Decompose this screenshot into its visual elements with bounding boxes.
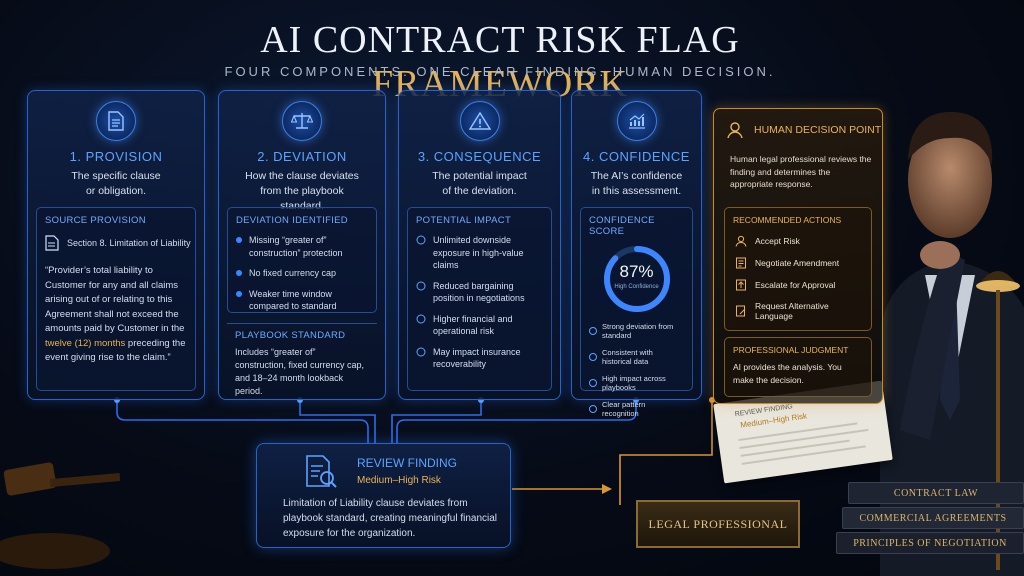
impact-icon bbox=[416, 347, 426, 356]
confidence-score-panel: CONFIDENCE SCORE 87% High Confidence Str… bbox=[580, 207, 693, 418]
review-finding-description: Limitation of Liability clause deviates … bbox=[283, 498, 498, 539]
list-item: Clear pattern recognition bbox=[589, 400, 684, 418]
list-item: Higher financial and operational risk bbox=[416, 313, 543, 338]
document-icon bbox=[736, 257, 746, 269]
check-icon bbox=[589, 405, 597, 413]
risk-level: Medium–High Risk bbox=[357, 475, 441, 486]
action-negotiate: Negotiate Amendment bbox=[735, 257, 861, 269]
review-finding-title: REVIEW FINDING bbox=[357, 456, 458, 470]
list-item: No fixed currency cap bbox=[236, 267, 368, 280]
warning-icon bbox=[459, 101, 500, 141]
check-icon bbox=[589, 379, 597, 387]
professional-judgment-panel: PROFESSIONAL JUDGMENT AI provides the an… bbox=[724, 337, 872, 397]
deviation-panel: DEVIATION IDENTIFIED Missing “greater of… bbox=[227, 207, 377, 313]
escalate-icon bbox=[736, 279, 746, 291]
document-icon bbox=[96, 101, 136, 141]
list-item: Strong deviation from standard bbox=[589, 322, 684, 340]
review-finding-card: REVIEW FINDING Medium–High Risk Limitati… bbox=[256, 443, 511, 548]
list-item: Reduced bargaining position in negotiati… bbox=[416, 280, 543, 305]
book-spine: PRINCIPLES OF NEGOTIATION bbox=[836, 532, 1024, 554]
bullet-icon bbox=[236, 237, 242, 243]
panel-label: RECOMMENDED ACTIONS bbox=[733, 215, 842, 225]
impact-icon bbox=[416, 281, 426, 290]
source-provision-panel: SOURCE PROVISION Section 8. Limitation o… bbox=[36, 207, 196, 391]
chart-trend-icon bbox=[616, 101, 657, 141]
book-spine: COMMERCIAL AGREEMENTS bbox=[842, 507, 1024, 529]
confidence-label: High Confidence bbox=[614, 284, 659, 290]
source-reference: Section 8. Limitation of Liability bbox=[45, 235, 191, 251]
recommended-actions-panel: RECOMMENDED ACTIONS Accept Risk Negotiat… bbox=[724, 207, 872, 331]
card-title: 4. CONFIDENCE bbox=[583, 149, 690, 164]
document-search-icon bbox=[306, 455, 337, 488]
title-main: AI CONTRACT RISK FLAG bbox=[260, 19, 740, 61]
list-item: High impact across playbooks bbox=[589, 374, 684, 392]
judgment-text: AI provides the analysis. You make the d… bbox=[733, 362, 842, 385]
page-title: AI CONTRACT RISK FLAG FRAMEWORK bbox=[150, 18, 850, 106]
list-item: Weaker time window compared to standard bbox=[236, 288, 368, 313]
user-icon bbox=[735, 235, 747, 247]
panel-label: POTENTIAL IMPACT bbox=[416, 215, 512, 226]
nameplate: LEGAL PROFESSIONAL bbox=[636, 500, 800, 548]
panel-label: PLAYBOOK STANDARD bbox=[235, 330, 346, 341]
card-title: 1. PROVISION bbox=[69, 149, 163, 164]
action-accept-risk: Accept Risk bbox=[735, 235, 861, 247]
playbook-standard-panel: PLAYBOOK STANDARD Includes “greater of” … bbox=[227, 323, 377, 396]
human-decision-description: Human legal professional reviews the fin… bbox=[730, 154, 872, 189]
check-icon bbox=[589, 353, 597, 361]
panel-label: DEVIATION IDENTIFIED bbox=[236, 215, 348, 226]
list-item: Missing “greater of” construction” prote… bbox=[236, 234, 368, 259]
scales-icon bbox=[282, 101, 322, 141]
action-request-language: Request Alternative Language bbox=[735, 301, 861, 321]
human-decision-header: HUMAN DECISION POINT bbox=[726, 121, 881, 139]
impact-icon bbox=[416, 314, 426, 323]
playbook-standard-text: Includes “greater of” construction, fixe… bbox=[235, 347, 365, 396]
card-title: 2. DEVIATION bbox=[257, 149, 347, 164]
panel-label: CONFIDENCE SCORE bbox=[589, 215, 655, 237]
check-icon bbox=[589, 327, 597, 335]
confidence-gauge bbox=[603, 246, 670, 312]
panel-label: SOURCE PROVISION bbox=[45, 215, 146, 226]
gavel-icon bbox=[0, 462, 120, 569]
desk-lamp bbox=[976, 271, 1020, 570]
book-spine: CONTRACT LAW bbox=[848, 482, 1024, 504]
panel-label: PROFESSIONAL JUDGMENT bbox=[733, 345, 849, 355]
impact-icon bbox=[416, 235, 426, 245]
bullet-icon bbox=[236, 290, 242, 297]
user-icon bbox=[727, 122, 743, 139]
card-title: 3. CONSEQUENCE bbox=[417, 149, 542, 164]
confidence-value: 87% bbox=[619, 262, 654, 281]
file-icon bbox=[45, 235, 59, 251]
provision-quote: “Provider’s total liability to Customer … bbox=[45, 265, 186, 363]
list-item: Unlimited downside exposure in high-valu… bbox=[416, 234, 543, 272]
list-item: Consistent with historical data bbox=[589, 348, 684, 366]
bullet-icon bbox=[236, 270, 242, 276]
list-item: May impact insurance recoverability bbox=[416, 346, 543, 371]
action-escalate: Escalate for Approval bbox=[735, 279, 861, 291]
edit-icon bbox=[736, 305, 746, 317]
potential-impact-panel: POTENTIAL IMPACT Unlimited downside expo… bbox=[407, 207, 552, 391]
human-decision-panel: HUMAN DECISION POINT Human legal profess… bbox=[713, 108, 883, 404]
page-subtitle: FOUR COMPONENTS. ONE CLEAR FINDING. HUMA… bbox=[224, 64, 776, 79]
